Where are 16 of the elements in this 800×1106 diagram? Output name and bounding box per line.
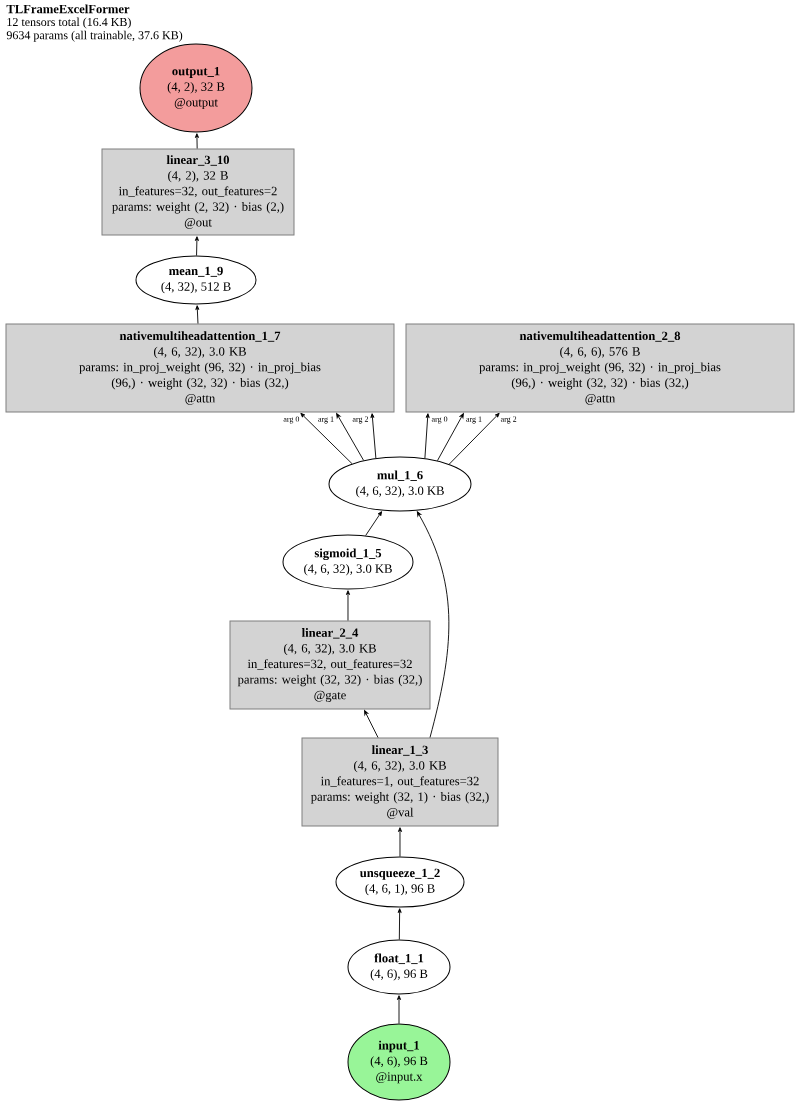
arrow [300,412,353,465]
arrow [365,511,383,536]
arrow [448,412,500,465]
arrow [195,305,200,324]
arrow [437,413,464,462]
arrow [397,995,401,1024]
arrow [424,413,430,459]
arrow [397,908,402,940]
arrow [364,710,379,738]
arrow [370,413,377,459]
arrow [398,827,402,857]
arrow [336,413,364,461]
arrow [416,511,450,738]
arrow [194,133,199,149]
arrow [194,236,199,256]
arrow [346,590,350,621]
